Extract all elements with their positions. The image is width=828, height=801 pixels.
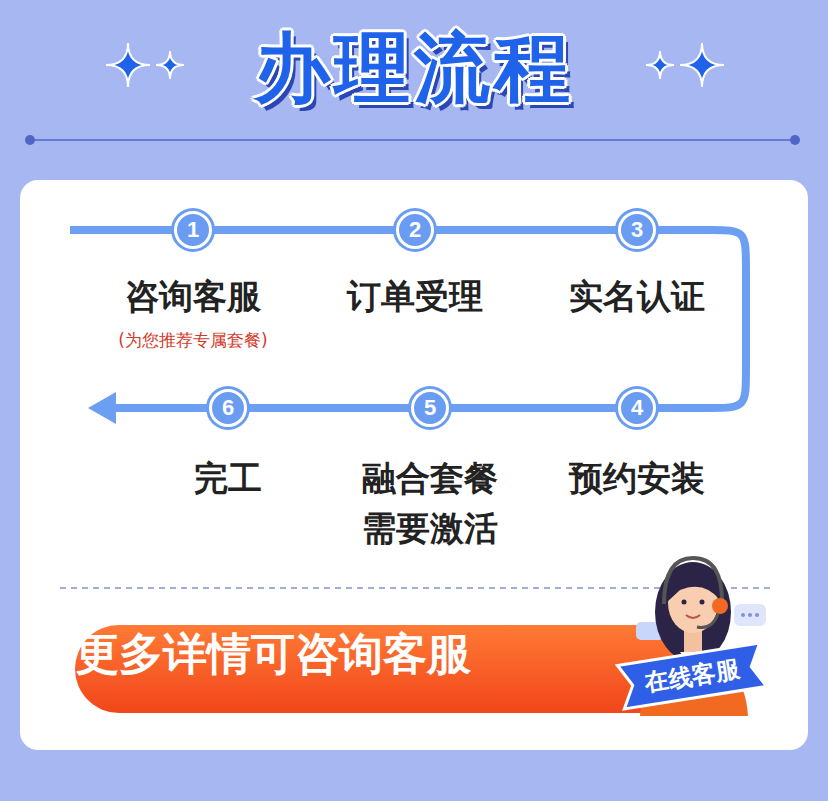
sparkle xyxy=(646,51,674,79)
title: 办理流程 xyxy=(0,22,828,114)
sparkle xyxy=(680,43,724,87)
step-label: 完工 xyxy=(194,457,262,499)
step-label-group: 预约安装 xyxy=(569,457,705,499)
step-label-group: 订单受理 xyxy=(347,275,483,317)
step-number: 5 xyxy=(414,392,446,424)
step-circle: 2订单受理 xyxy=(396,211,434,249)
step-number: 2 xyxy=(399,214,431,246)
step-label: 订单受理 xyxy=(347,275,483,317)
step-label-group: 完工 xyxy=(194,457,262,499)
step-number: 4 xyxy=(621,392,653,424)
step-circle: 4预约安装 xyxy=(618,389,656,427)
flow-connector xyxy=(434,226,618,234)
rule-dot xyxy=(790,135,800,145)
step-note: (为您推荐专属套餐) xyxy=(118,329,267,351)
card xyxy=(20,180,808,750)
step-label: 咨询客服 xyxy=(118,275,267,317)
headset xyxy=(664,558,722,604)
step-label-group: 实名认证 xyxy=(569,275,705,317)
step-circle: 6完工 xyxy=(209,389,247,427)
step-label: 预约安装 xyxy=(569,457,705,499)
step-label: 实名认证 xyxy=(569,275,705,317)
step-label-group: 咨询客服 (为您推荐专属套餐) xyxy=(118,275,267,351)
step-number: 3 xyxy=(621,214,653,246)
flow-start xyxy=(70,226,174,234)
sparkle xyxy=(156,51,184,79)
flow-connector xyxy=(247,404,411,412)
flow-connector xyxy=(449,404,618,412)
ribbon-shape xyxy=(617,643,766,709)
step-circle: 1咨询客服(为您推荐专属套餐) xyxy=(174,211,212,249)
step-number: 1 xyxy=(177,214,209,246)
flow-connector xyxy=(656,230,746,408)
sparkle xyxy=(106,43,150,87)
rule-dot xyxy=(25,135,35,145)
chat-bubble xyxy=(734,604,766,626)
service-badge: 在线客服 xyxy=(615,641,769,712)
step-label-group: 融合套餐 需要激活 xyxy=(355,453,505,553)
flow-connector xyxy=(212,226,396,234)
step-label: 融合套餐 需要激活 xyxy=(355,453,505,553)
step-number: 6 xyxy=(212,392,244,424)
rule-line xyxy=(30,139,795,141)
earpiece xyxy=(712,598,728,614)
fringe xyxy=(667,564,720,602)
step-circle: 3实名认证 xyxy=(618,211,656,249)
flow-arrowhead xyxy=(88,392,116,424)
flow-end xyxy=(110,404,209,412)
step-circle: 5融合套餐 需要激活 xyxy=(411,389,449,427)
